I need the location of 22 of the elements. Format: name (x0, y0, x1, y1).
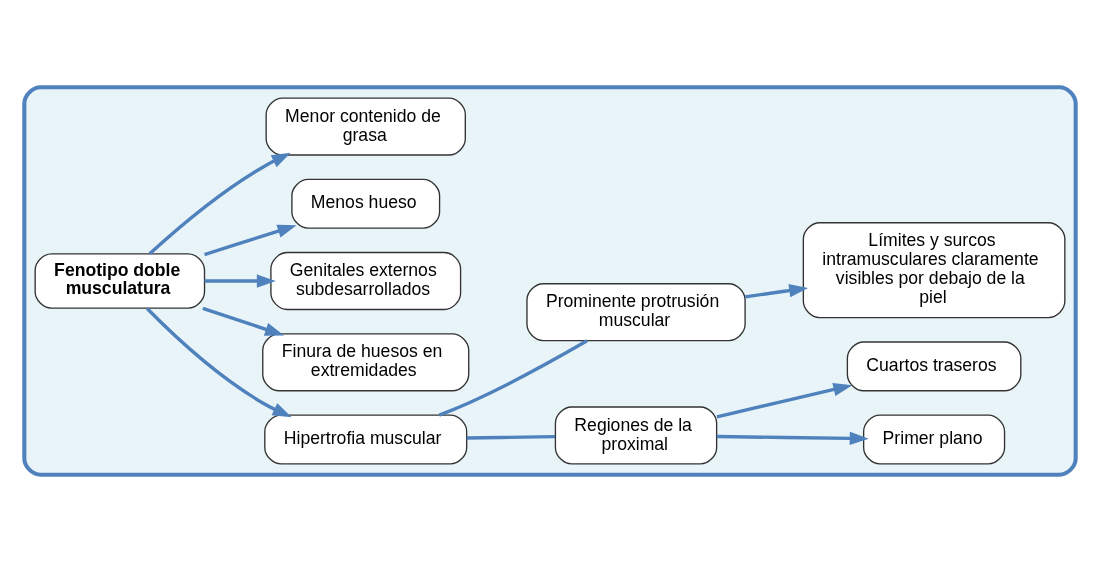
node-box: Menor contenido de grasa (265, 97, 466, 156)
arrow (716, 431, 869, 446)
arrow (148, 152, 291, 256)
node-box: Cuartos traseros (846, 341, 1022, 392)
cluster (22, 85, 1078, 477)
arrow (745, 283, 809, 299)
connector (466, 434, 556, 440)
arrow (204, 274, 276, 288)
node-box: Regiones de la proximal (554, 406, 718, 465)
node-box: Hipertrofia muscular (264, 414, 468, 465)
arrow (204, 224, 297, 257)
node-box: Límites y surcos intramusculares claramente visibles por debajo de la piel (802, 222, 1066, 319)
node-box: Primer plano (862, 414, 1006, 465)
node-box: Genitales externos subdesarrollados (270, 251, 462, 311)
arrow (202, 306, 285, 336)
node-box: Fenotipo doble musculatura (34, 253, 206, 309)
node-box: Prominente protrusión muscular (526, 283, 746, 342)
arrow (716, 383, 853, 419)
arrow (145, 307, 292, 418)
node-box: Menos hueso (291, 178, 441, 229)
connector (438, 339, 588, 417)
node-box: Finura de huesos en extremidades (262, 333, 470, 392)
